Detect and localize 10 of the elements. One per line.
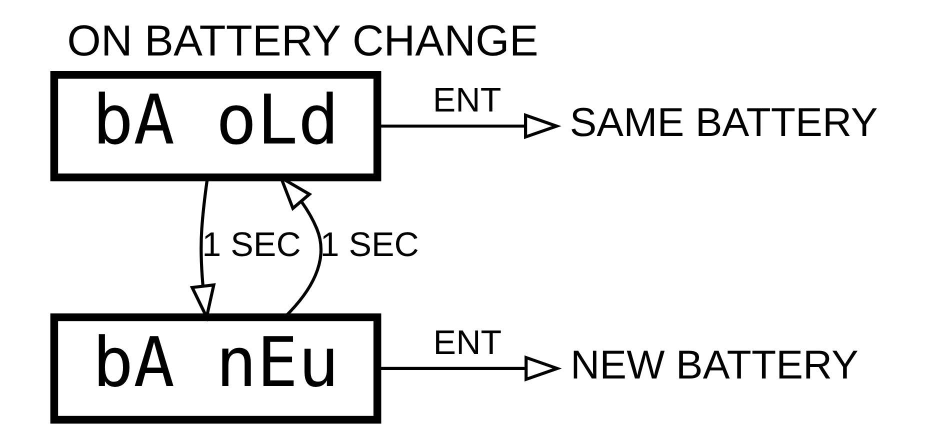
node-box: bA oLd	[50, 70, 382, 182]
diagram-title: ON BATTERY CHANGE	[67, 17, 538, 66]
node-text: SAME BATTERY	[570, 98, 878, 145]
edge-label: ENT	[432, 82, 502, 120]
edge-label: ENT	[433, 324, 502, 362]
node-box: bA nEu	[50, 313, 382, 424]
arrow	[378, 113, 562, 140]
node-text: NEW BATTERY	[570, 341, 858, 388]
edge-label: 1 SEC	[320, 226, 419, 264]
edge-label: 1 SEC	[202, 226, 301, 264]
